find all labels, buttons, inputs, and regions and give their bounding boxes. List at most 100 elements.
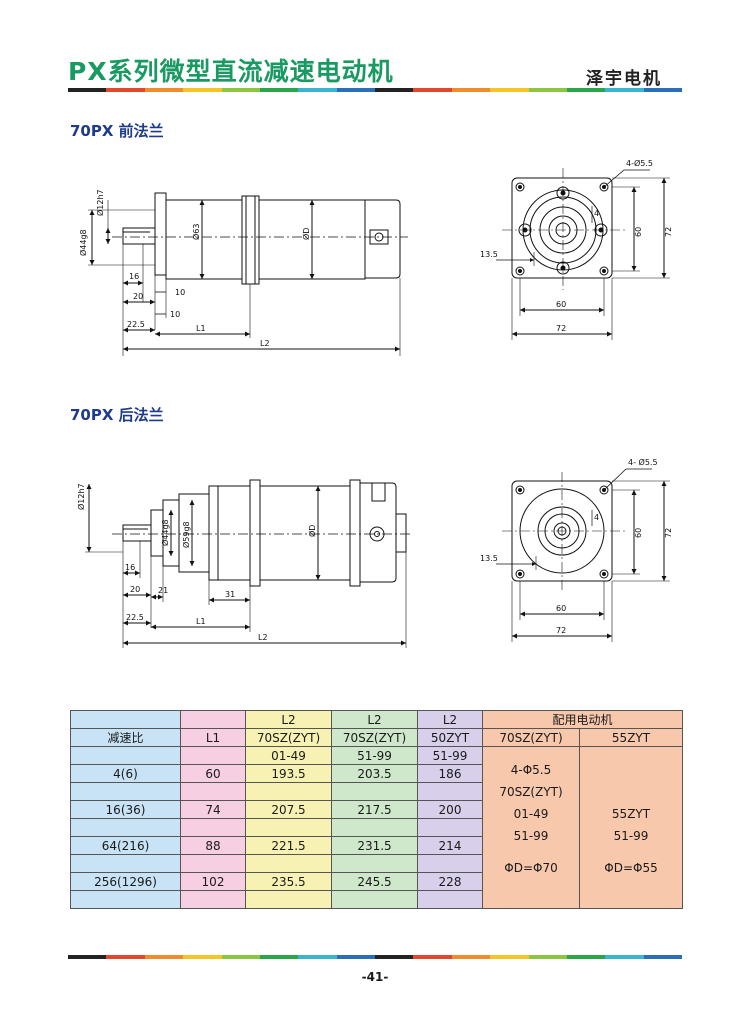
table-row: 64(216) 88 221.5 231.5 214	[70, 836, 683, 855]
header-motor: 配用电动机	[481, 710, 684, 729]
header-70sz-b: 70SZ(ZYT)	[331, 728, 418, 747]
spec-table: L2 L2 L2 配用电动机 减速比 L1 70SZ(ZYT) 70SZ(ZYT…	[70, 710, 684, 909]
rear-dim-21: 21	[158, 586, 168, 595]
stripe-segment	[259, 955, 299, 959]
front-side-view	[88, 192, 408, 356]
section-title-rear-flange: 70PX 后法兰	[70, 406, 164, 424]
l1-cell: 60	[180, 764, 246, 783]
motor-70-dia: ΦD=Φ70	[504, 861, 558, 875]
front-end-view	[496, 168, 670, 340]
front-end-dim-4: 4	[594, 209, 599, 218]
stripe-segment	[528, 955, 567, 959]
rear-dim-31: 31	[225, 590, 235, 599]
stripe-segment	[298, 88, 337, 92]
stripe-segment	[68, 955, 107, 959]
l2-c-cell: 200	[417, 800, 483, 819]
l2-b-cell: 245.5	[331, 872, 418, 891]
stripe-segment	[68, 88, 107, 92]
l1-cell: 74	[180, 800, 246, 819]
page-title: PX系列微型直流减速电动机	[68, 57, 394, 86]
page-number: -41-	[361, 970, 389, 984]
l1-cell: 102	[180, 872, 246, 891]
technical-drawings: Ø12h7 Ø44g8 Ø63 ØD 16 20 10 10 22.5 L1 L…	[76, 158, 673, 648]
header-l2-a: L2	[245, 710, 332, 729]
stripe-segment	[106, 88, 145, 92]
brand-name: 泽宇电机	[586, 69, 662, 89]
stripe-segment	[566, 955, 606, 959]
header-l2-c: L2	[417, 710, 483, 729]
header-70sz-a: 70SZ(ZYT)	[245, 728, 332, 747]
stripe-segment	[528, 88, 567, 92]
rear-dim-16: 16	[125, 563, 135, 572]
rear-end-dim-72v: 72	[664, 528, 673, 538]
stripe-segment	[298, 955, 337, 959]
stripe-segment	[221, 955, 260, 959]
rear-end-dim-72h: 72	[556, 626, 566, 635]
stripe-segment	[106, 955, 145, 959]
ratio-cell: 256(1296)	[70, 872, 181, 891]
motor-70sz-cell: 4-Φ5.5 70SZ(ZYT) 01-49 51-99 ΦD=Φ70	[482, 746, 580, 909]
front-dim-l2: L2	[260, 339, 270, 348]
rear-end-dim-60h: 60	[556, 604, 566, 613]
motor-55-range: 51-99	[613, 829, 649, 843]
front-end-dim-60h: 60	[556, 300, 566, 309]
l2-b-cell: 217.5	[331, 800, 418, 819]
stripe-segment	[375, 88, 414, 92]
motor-55-model: 55ZYT	[611, 807, 651, 821]
front-dim-dia-shaft: Ø12h7	[95, 189, 105, 216]
stripe-segment	[413, 955, 452, 959]
rear-dim-dia-shaft: Ø12h7	[76, 483, 86, 510]
header-motor-55zyt: 55ZYT	[578, 728, 684, 747]
stripe-segment	[336, 955, 375, 959]
front-dim-dia-pilot: Ø44g8	[78, 229, 88, 256]
l2-c-cell: 214	[417, 836, 483, 855]
front-end-dim-13-5: 13.5	[480, 250, 498, 259]
rear-end-dim-holes: 4- Ø5.5	[628, 457, 658, 467]
stripe-segment	[336, 88, 375, 92]
front-dim-10b: 10	[170, 310, 180, 319]
section-title-front-flange: 70PX 前法兰	[70, 122, 164, 140]
front-dim-20: 20	[133, 292, 143, 301]
stripe-segment	[183, 955, 222, 959]
rear-dim-22-5: 22.5	[126, 613, 144, 622]
front-dim-16: 16	[129, 272, 139, 281]
header-ratio: 减速比	[70, 728, 181, 747]
l2-b-cell: 231.5	[331, 836, 418, 855]
rear-dim-l1: L1	[196, 617, 206, 626]
rear-end-dim-60v: 60	[634, 528, 643, 538]
stripe-segment	[490, 88, 529, 92]
header-50zyt: 50ZYT	[417, 728, 483, 747]
color-stripe-bottom	[68, 955, 682, 959]
stripe-segment	[375, 955, 414, 959]
stripe-segment	[605, 955, 644, 959]
stripe-segment	[144, 88, 184, 92]
front-end-dim-72v: 72	[664, 227, 673, 237]
front-dim-22-5: 22.5	[127, 320, 145, 329]
rear-dim-20: 20	[130, 585, 140, 594]
motor-70-model: 70SZ(ZYT)	[499, 785, 563, 799]
stripe-segment	[451, 88, 491, 92]
motor-70-range2: 51-99	[513, 829, 549, 843]
l2-c-cell: 228	[417, 872, 483, 891]
color-stripe-top	[68, 88, 682, 92]
ratio-cell: 4(6)	[70, 764, 181, 783]
front-dim-dia-gear: Ø63	[191, 224, 201, 240]
stripe-segment	[566, 88, 606, 92]
front-end-dim-holes: 4-Ø5.5	[626, 158, 653, 168]
stripe-segment	[144, 955, 184, 959]
l2-c-cell: 186	[417, 764, 483, 783]
motor-70-holes: 4-Φ5.5	[510, 763, 552, 777]
rear-dim-dia-motor: ØD	[307, 525, 317, 537]
ratio-cell: 64(216)	[70, 836, 181, 855]
motor-70-range1: 01-49	[513, 807, 549, 821]
motor-55zyt-cell: 55ZYT 51-99 ΦD=Φ55	[578, 746, 684, 909]
stripe-segment	[643, 955, 682, 959]
stripe-segment	[490, 955, 529, 959]
stripe-segment	[221, 88, 260, 92]
rear-end-dim-13-5: 13.5	[480, 554, 498, 563]
range-b: 51-99	[331, 746, 418, 765]
stripe-segment	[183, 88, 222, 92]
rear-dim-dia-pilot: Ø44g8	[160, 519, 170, 546]
stripe-segment	[413, 88, 452, 92]
header-l2-b: L2	[331, 710, 418, 729]
